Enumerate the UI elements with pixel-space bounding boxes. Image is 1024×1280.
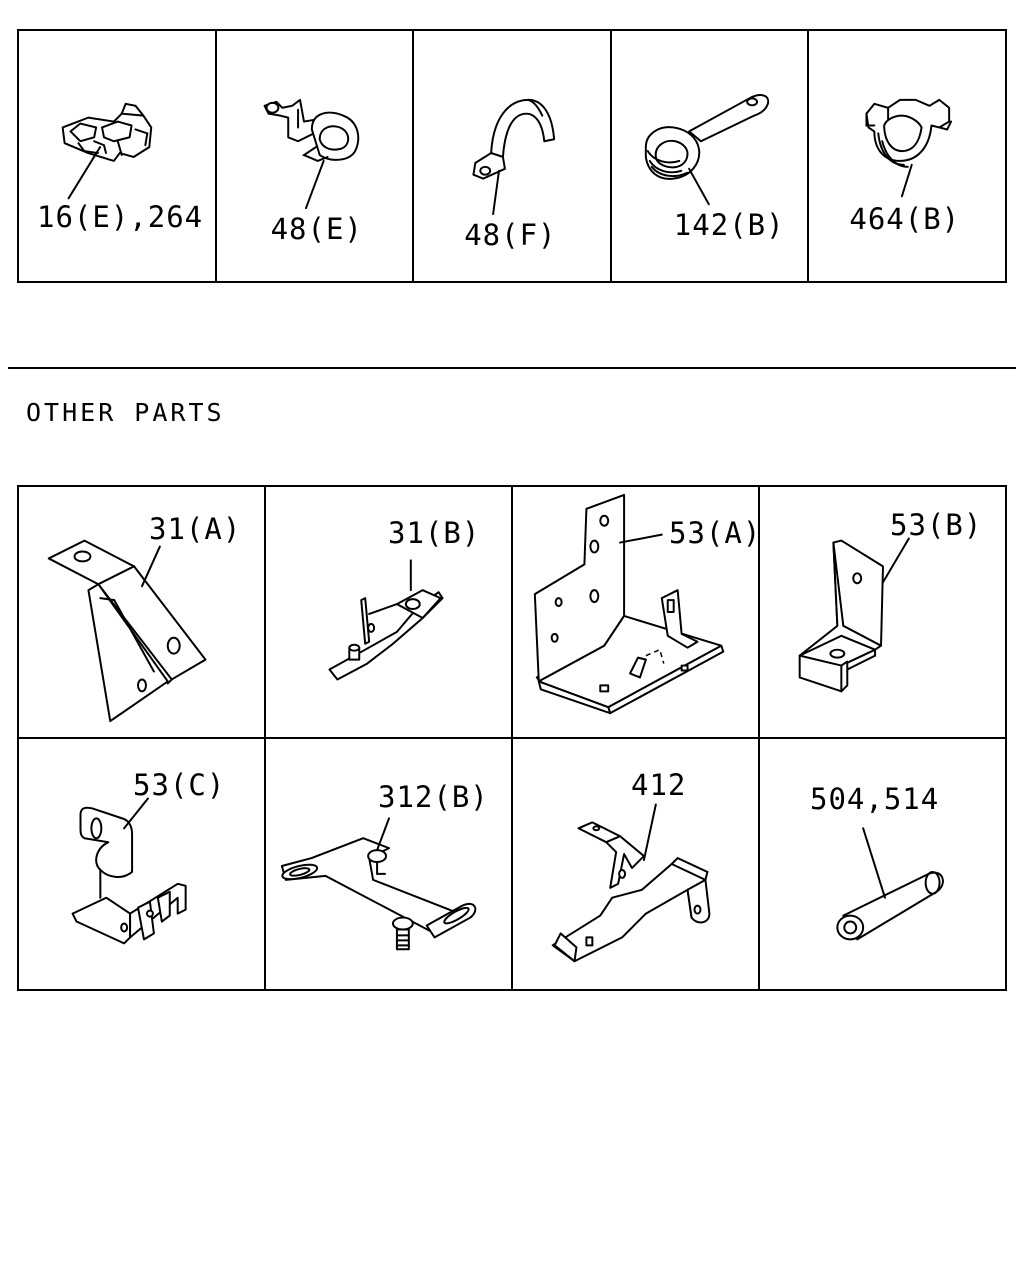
part-label: 48(F): [464, 218, 557, 252]
formed-bracket-icon: [71, 797, 187, 945]
cushion-clamp-icon: [644, 94, 769, 206]
part-label: 464(B): [849, 202, 961, 236]
harness-clip-icon: [865, 98, 953, 198]
p-clamp-icon: [263, 98, 359, 210]
angle-bracket-icon: [47, 539, 207, 723]
part-cell-412[interactable]: 412: [511, 737, 760, 991]
part-label: 48(E): [270, 212, 363, 246]
part-cell-142b[interactable]: 142(B): [609, 29, 810, 283]
l-bracket-icon: [798, 537, 910, 693]
section-divider: [8, 367, 1016, 369]
u-clamp-icon: [472, 98, 556, 216]
part-label: 412: [631, 768, 687, 802]
part-label: 504,514: [810, 782, 940, 816]
part-label: 53(C): [133, 768, 226, 802]
part-cell-48f[interactable]: 48(F): [412, 29, 612, 283]
part-cell-16e-264[interactable]: 16(E),264: [17, 29, 217, 283]
part-cell-464b[interactable]: 464(B): [807, 29, 1007, 283]
part-label: 53(B): [890, 508, 983, 542]
fastener-parts-grid: 16(E),264 48(E) 48(F: [17, 29, 1007, 283]
part-label: 31(A): [149, 512, 242, 546]
part-cell-504-514[interactable]: 504,514: [758, 737, 1007, 991]
part-label: 31(B): [388, 516, 481, 550]
part-label: 53(A): [669, 516, 759, 550]
part-cell-31b[interactable]: 31(B): [264, 485, 513, 739]
sleeve-tube-icon: [836, 827, 944, 941]
plastic-clip-icon: [61, 102, 153, 200]
part-cell-53c[interactable]: 53(C): [17, 737, 266, 991]
stud-bracket-icon: [328, 559, 444, 681]
part-label: 142(B): [673, 208, 785, 242]
part-label: 16(E),264: [37, 200, 204, 234]
other-parts-grid: 31(A) 31(B): [17, 485, 1007, 991]
part-cell-31a[interactable]: 31(A): [17, 485, 266, 739]
support-bracket-icon: [551, 803, 711, 963]
part-cell-53a[interactable]: 53(A): [511, 485, 760, 739]
part-label: 312(B): [378, 780, 489, 814]
mounting-plate-icon: [533, 493, 725, 715]
part-cell-312b[interactable]: 312(B): [264, 737, 513, 991]
part-cell-48e[interactable]: 48(E): [214, 29, 415, 283]
section-title: OTHER PARTS: [26, 398, 225, 427]
part-cell-53b[interactable]: 53(B): [758, 485, 1007, 739]
stay-plate-icon: [280, 817, 477, 951]
